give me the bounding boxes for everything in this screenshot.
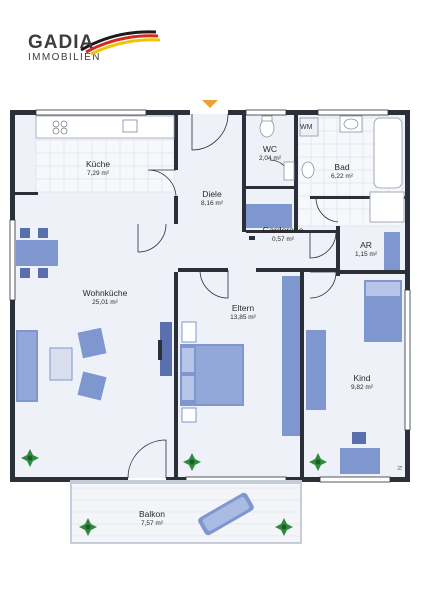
living-furniture [16,322,172,402]
plant-icon [309,453,327,471]
brand-name: GADIA [28,32,95,53]
single-bed [340,280,402,474]
kitchen-tiles [35,139,175,193]
bathroom-fixtures [259,115,405,223]
dining-table [16,228,58,278]
cabinets [246,204,400,436]
washing-machine-label: WM [300,124,313,131]
side-mark: N [398,465,404,470]
kitchen-counter [35,115,175,139]
windows [9,109,411,483]
plant-icon [21,449,39,467]
entrance-marker-icon [202,100,218,108]
double-bed [180,321,244,423]
brand-subtitle: IMMOBILIEN [28,52,101,63]
balcony [70,480,302,544]
brand-logo: GADIA IMMOBILIEN [28,30,161,63]
plant-icon [183,453,201,471]
plant-icon [275,518,293,536]
garderobe-marker-icon [249,236,255,240]
plant-icons [21,449,327,536]
flag-swoosh-icon [80,30,161,56]
interior-walls [14,114,406,478]
plant-icon [79,518,97,536]
